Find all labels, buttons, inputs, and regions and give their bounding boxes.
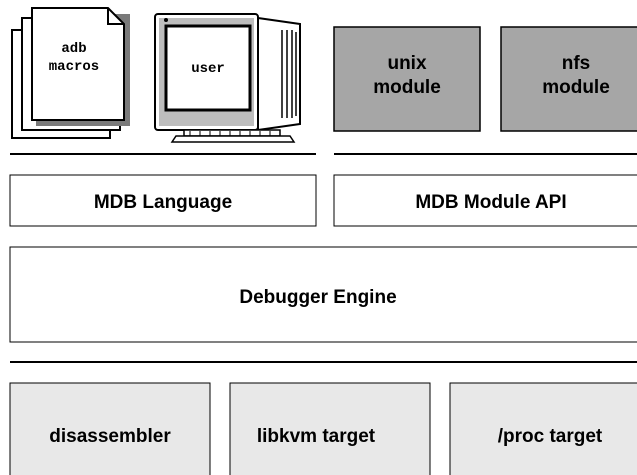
crt-monitor-icon: user: [154, 13, 301, 143]
target-proc: /proc target: [449, 382, 637, 475]
module-nfs-line2: module: [542, 77, 610, 98]
user-label: user: [191, 61, 225, 77]
target-libkvm: libkvm target: [229, 382, 431, 475]
adb-macros-label-line1: adb: [61, 41, 86, 57]
adb-macros-label-line2: macros: [49, 59, 99, 75]
debugger-engine-label: Debugger Engine: [239, 287, 396, 308]
module-unix: unix module: [333, 26, 481, 132]
layer-mdb-language: MDB Language: [9, 174, 317, 227]
module-unix-line2: module: [373, 77, 441, 98]
layer-mdb-module-api: MDB Module API: [333, 174, 637, 227]
layer-debugger-engine: Debugger Engine: [9, 246, 637, 343]
target-disassembler-label: disassembler: [49, 426, 171, 447]
module-unix-line1: unix: [387, 53, 426, 74]
page-sheet-front: [31, 7, 125, 121]
mdb-language-label: MDB Language: [94, 192, 232, 213]
adb-macros-icon: adb macros: [11, 7, 130, 139]
target-libkvm-label: libkvm target: [257, 426, 376, 447]
mdb-module-api-label: MDB Module API: [415, 192, 566, 213]
target-proc-label: /proc target: [498, 426, 603, 447]
module-nfs: nfs module: [500, 26, 637, 132]
monitor-screen: [164, 24, 252, 112]
module-nfs-line1: nfs: [562, 53, 591, 74]
target-disassembler: disassembler: [9, 382, 211, 475]
